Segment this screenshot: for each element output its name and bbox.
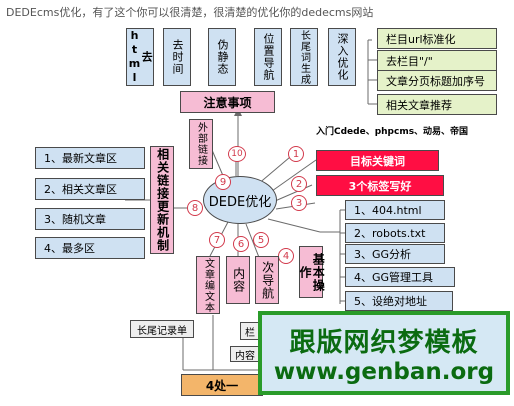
line-1b: [271, 159, 317, 192]
number-7: 7: [209, 232, 225, 248]
basic-item-absolute-url: 5、设绝对地址: [345, 291, 453, 311]
number-2: 2: [291, 176, 307, 192]
number-5: 5: [253, 232, 269, 248]
column-remove-time: 去时间: [163, 28, 191, 86]
number-6: 6: [233, 236, 249, 252]
sub-nav-box: 次导航: [255, 256, 279, 304]
deep-item-related: 相关文章推荐: [377, 94, 497, 115]
bottom-box: 4处一: [181, 374, 263, 396]
column-deep-optimize: 深入优化: [328, 28, 356, 86]
column-location-nav: 位置导航: [254, 28, 282, 86]
notice-box: 注意事项: [180, 91, 275, 113]
related-item-random: 3、随机文章: [35, 208, 145, 230]
related-links-box: 相关链接更新机制: [150, 146, 174, 254]
line-4: [267, 218, 321, 233]
number-3: 3: [291, 195, 307, 211]
number-4: 4: [278, 248, 294, 264]
number-9: 9: [215, 174, 231, 190]
content-box: 内容: [226, 256, 250, 304]
basic-item-robots: 2、robots.txt: [345, 223, 445, 243]
basic-item-gg-tools: 4、GG管理工具: [345, 267, 455, 287]
related-item-latest: 1、最新文章区: [35, 147, 145, 169]
keywords-box: 目标关键词: [316, 150, 439, 171]
watermark-banner: 跟版网织梦模板 www.genban.org: [258, 311, 510, 395]
watermark-line-2: www.genban.org: [273, 358, 495, 385]
related-item-most: 4、最多区: [35, 237, 145, 259]
column-pseudo-static: 伪静态: [208, 28, 236, 86]
long-tail-record: 长尾记录单: [130, 320, 194, 338]
number-8: 8: [187, 200, 203, 216]
tags-box: 3个标签写好: [316, 175, 444, 196]
number-10: 10: [228, 146, 246, 162]
entry-label: 入门Cdede、phpcms、动易、帝国: [316, 127, 469, 137]
partial-column-label: 栏: [240, 322, 260, 340]
line-9: [211, 149, 225, 179]
center-node: DEDE优化: [203, 176, 277, 224]
basic-ops-box: 基本操作: [298, 246, 325, 298]
deep-item-slash: 去栏目"/": [377, 50, 497, 71]
watermark-line-1: 跟版网织梦模板: [289, 327, 479, 358]
article-text-box: 文章编文本: [196, 256, 220, 314]
page-title: DEDEcms优化，有了这个你可以很清楚，很清楚的优化你的dedecms网站: [6, 6, 374, 19]
related-item-related: 2、相关文章区: [35, 178, 145, 200]
partial-content-label: 内容: [230, 346, 260, 362]
basic-item-404: 1、404.html: [345, 200, 445, 220]
column-remove-html: 去html: [126, 28, 154, 86]
basic-item-gg-analytics: 3、GG分析: [345, 244, 445, 264]
number-1: 1: [288, 146, 304, 162]
column-long-tail: 长尾词生成: [290, 28, 318, 86]
deep-item-paging: 文章分页标题加序号: [377, 70, 497, 91]
external-links-box: 外部链接: [189, 119, 213, 169]
deep-item-url: 栏目url标准化: [377, 28, 497, 49]
